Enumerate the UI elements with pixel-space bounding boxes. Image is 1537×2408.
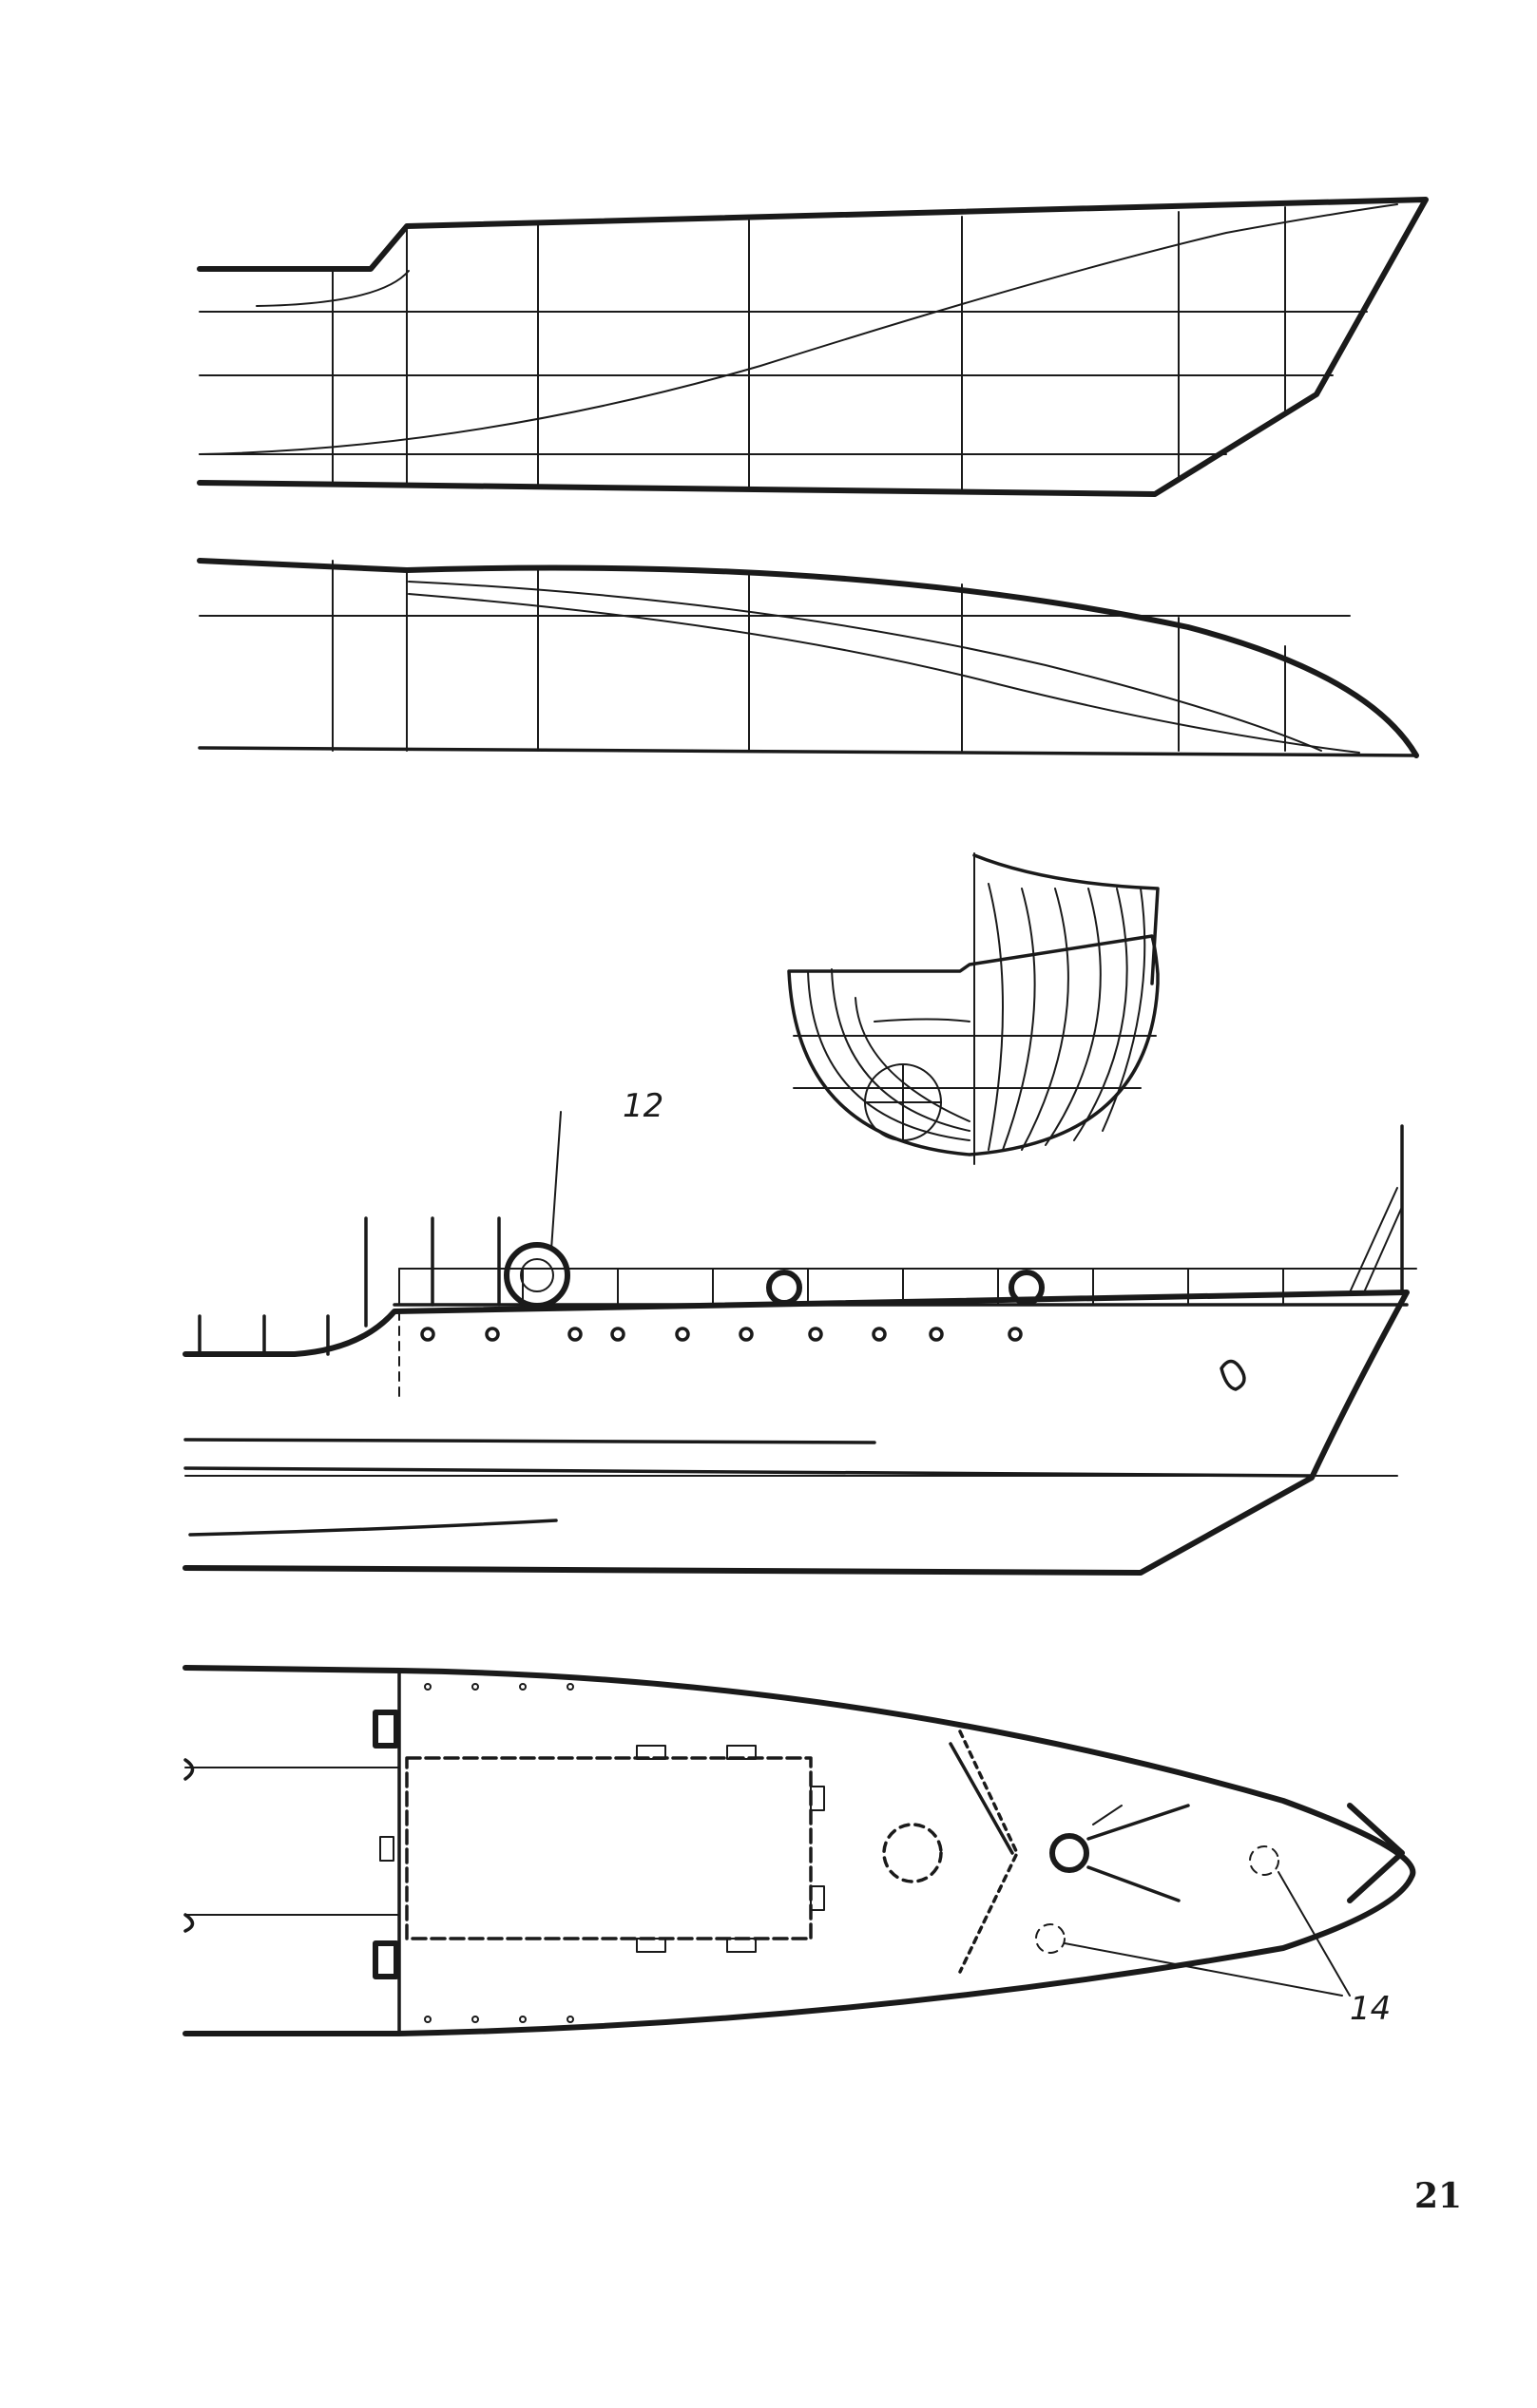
grid-lines-upper (199, 206, 1368, 491)
grid-lines-lower (199, 560, 1351, 752)
stanchions (198, 1124, 1404, 1356)
page-number: 21 (1414, 2176, 1463, 2216)
lines-plan-profile (197, 197, 1429, 497)
fender-icon (766, 1270, 1045, 1306)
section-frames-right (988, 883, 1146, 1151)
deck-cleats (379, 1745, 825, 1953)
callout-lifebuoy-label: 12 (623, 1087, 663, 1125)
lines-plan-half-breadth (197, 558, 1419, 758)
anchor-icon (1220, 1359, 1246, 1391)
outboard-profile (183, 1111, 1417, 1576)
deck-rivets (424, 1683, 574, 2023)
callout-hatches-label: 14 (1350, 1990, 1391, 2028)
rail-posts (398, 1268, 1284, 1306)
body-plan-section (787, 852, 1160, 1165)
deck-plan (183, 1665, 1416, 2036)
lifebuoy-icon (504, 1242, 570, 1309)
section-frames-left (807, 968, 970, 1141)
portholes (420, 1327, 1023, 1342)
